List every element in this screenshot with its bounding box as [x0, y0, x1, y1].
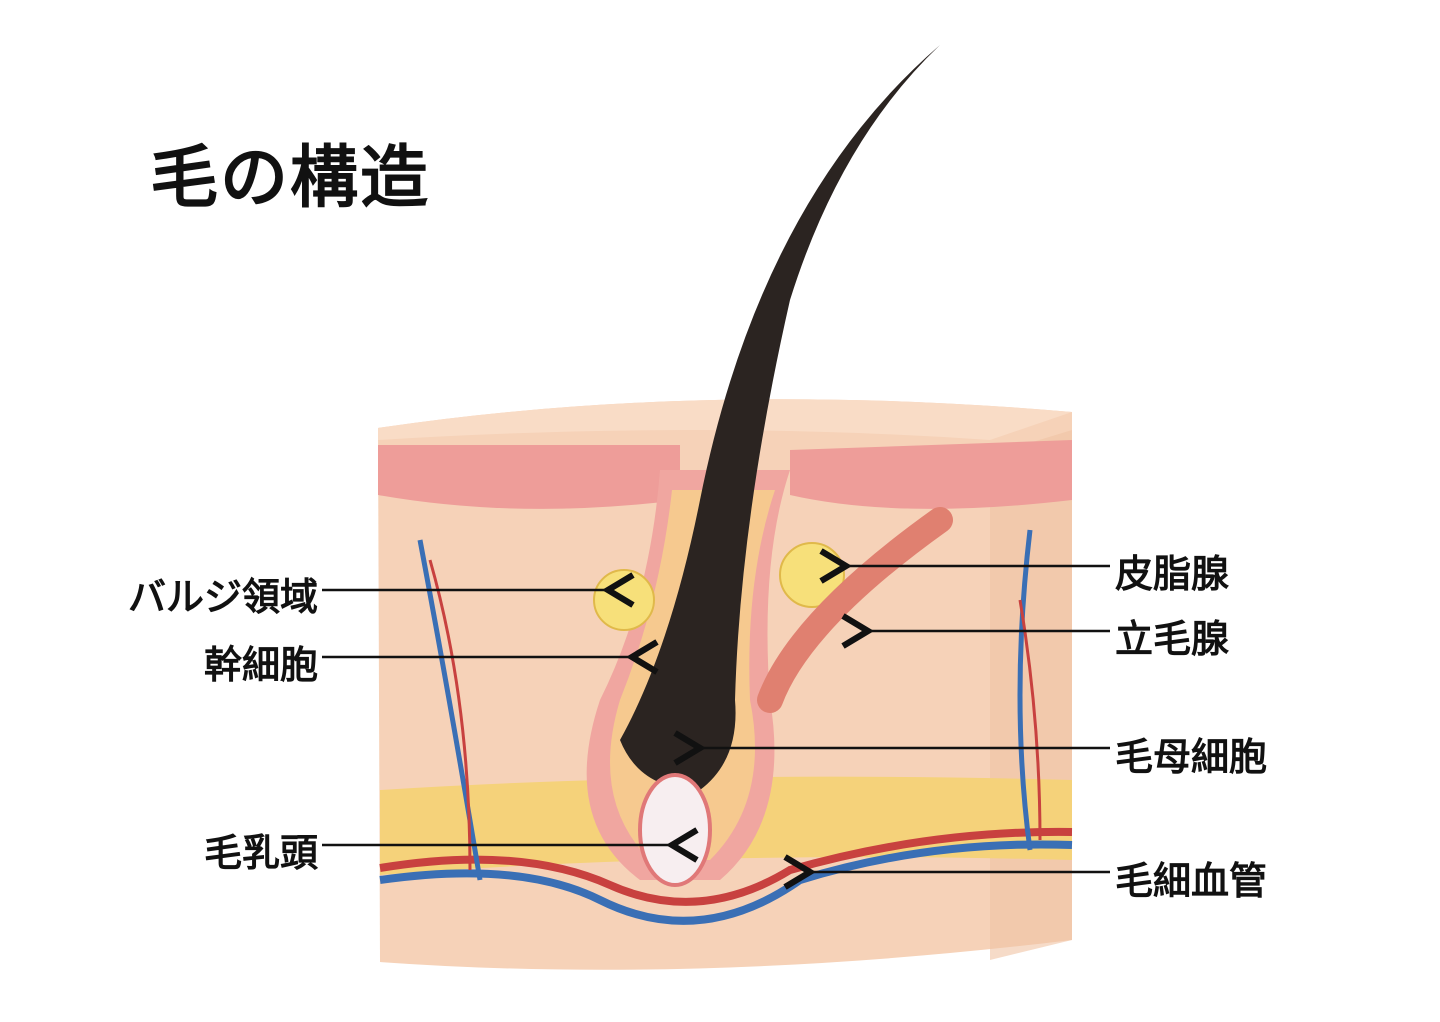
label-dermal-papilla: 毛乳頭	[203, 831, 318, 875]
label-matrix-cells: 毛母細胞	[1115, 735, 1268, 779]
label-capillaries: 毛細血管	[1115, 859, 1268, 903]
arrector-pili-muscle	[757, 507, 953, 713]
page-title: 毛の構造	[150, 139, 431, 218]
label-bulge-region: バルジ領域	[127, 575, 318, 619]
label-stem-cells: 幹細胞	[203, 643, 318, 687]
capillary-artery	[379, 827, 1073, 906]
blood-vessels	[379, 529, 1073, 925]
label-arrector-pili: 立毛腺	[1115, 617, 1230, 661]
label-sebaceous-gland: 皮脂腺	[1115, 552, 1230, 596]
hair-shaft	[620, 45, 940, 790]
capillary-vein	[379, 840, 1073, 925]
label-arrows	[322, 566, 1110, 872]
dermal-papilla	[638, 773, 712, 887]
epidermis	[378, 445, 680, 509]
